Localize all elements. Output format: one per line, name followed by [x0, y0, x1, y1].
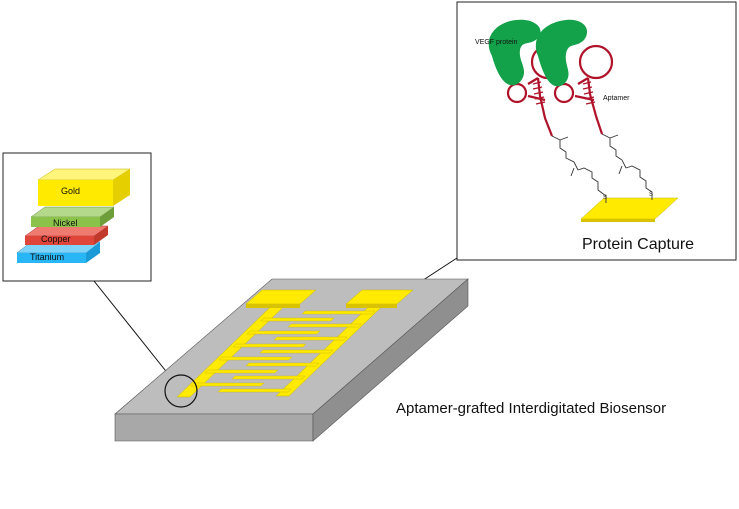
substrate-side: [312, 278, 469, 442]
vegf-protein-label: VEGF protein: [475, 39, 518, 46]
left-fingers: [190, 317, 335, 387]
zoom-circle: [164, 374, 198, 408]
layer-stack-inset: Gold Nickel Copper Titanium: [2, 152, 152, 282]
nickel-label: Nickel: [53, 218, 78, 228]
linker-chains: [551, 133, 653, 203]
copper-label: Copper: [41, 234, 71, 244]
gold-label: Gold: [61, 186, 80, 196]
vegf-protein-blobs: [488, 19, 588, 87]
protein-capture-inset: S S VEGF protein Aptamer: [456, 1, 737, 261]
substrate-front: [114, 413, 314, 442]
copper-layer: [24, 225, 109, 245]
gold-surface: [580, 197, 679, 222]
interdigitated-electrodes: [176, 289, 414, 398]
sulfur-atom-2: S: [649, 192, 653, 198]
right-fingers: [217, 310, 376, 393]
device-caption: Aptamer-grafted Interdigitated Biosensor: [396, 400, 666, 417]
connector-to-layer-stack: [93, 280, 174, 381]
protein-capture-title: Protein Capture: [582, 236, 694, 253]
gold-layer: [37, 168, 131, 206]
aptamer-stems: [532, 81, 596, 105]
titanium-label: Titanium: [30, 252, 64, 262]
aptamer-label: Aptamer: [603, 95, 630, 102]
sulfur-atom-1: S: [603, 195, 607, 201]
nickel-layer: [30, 206, 115, 227]
